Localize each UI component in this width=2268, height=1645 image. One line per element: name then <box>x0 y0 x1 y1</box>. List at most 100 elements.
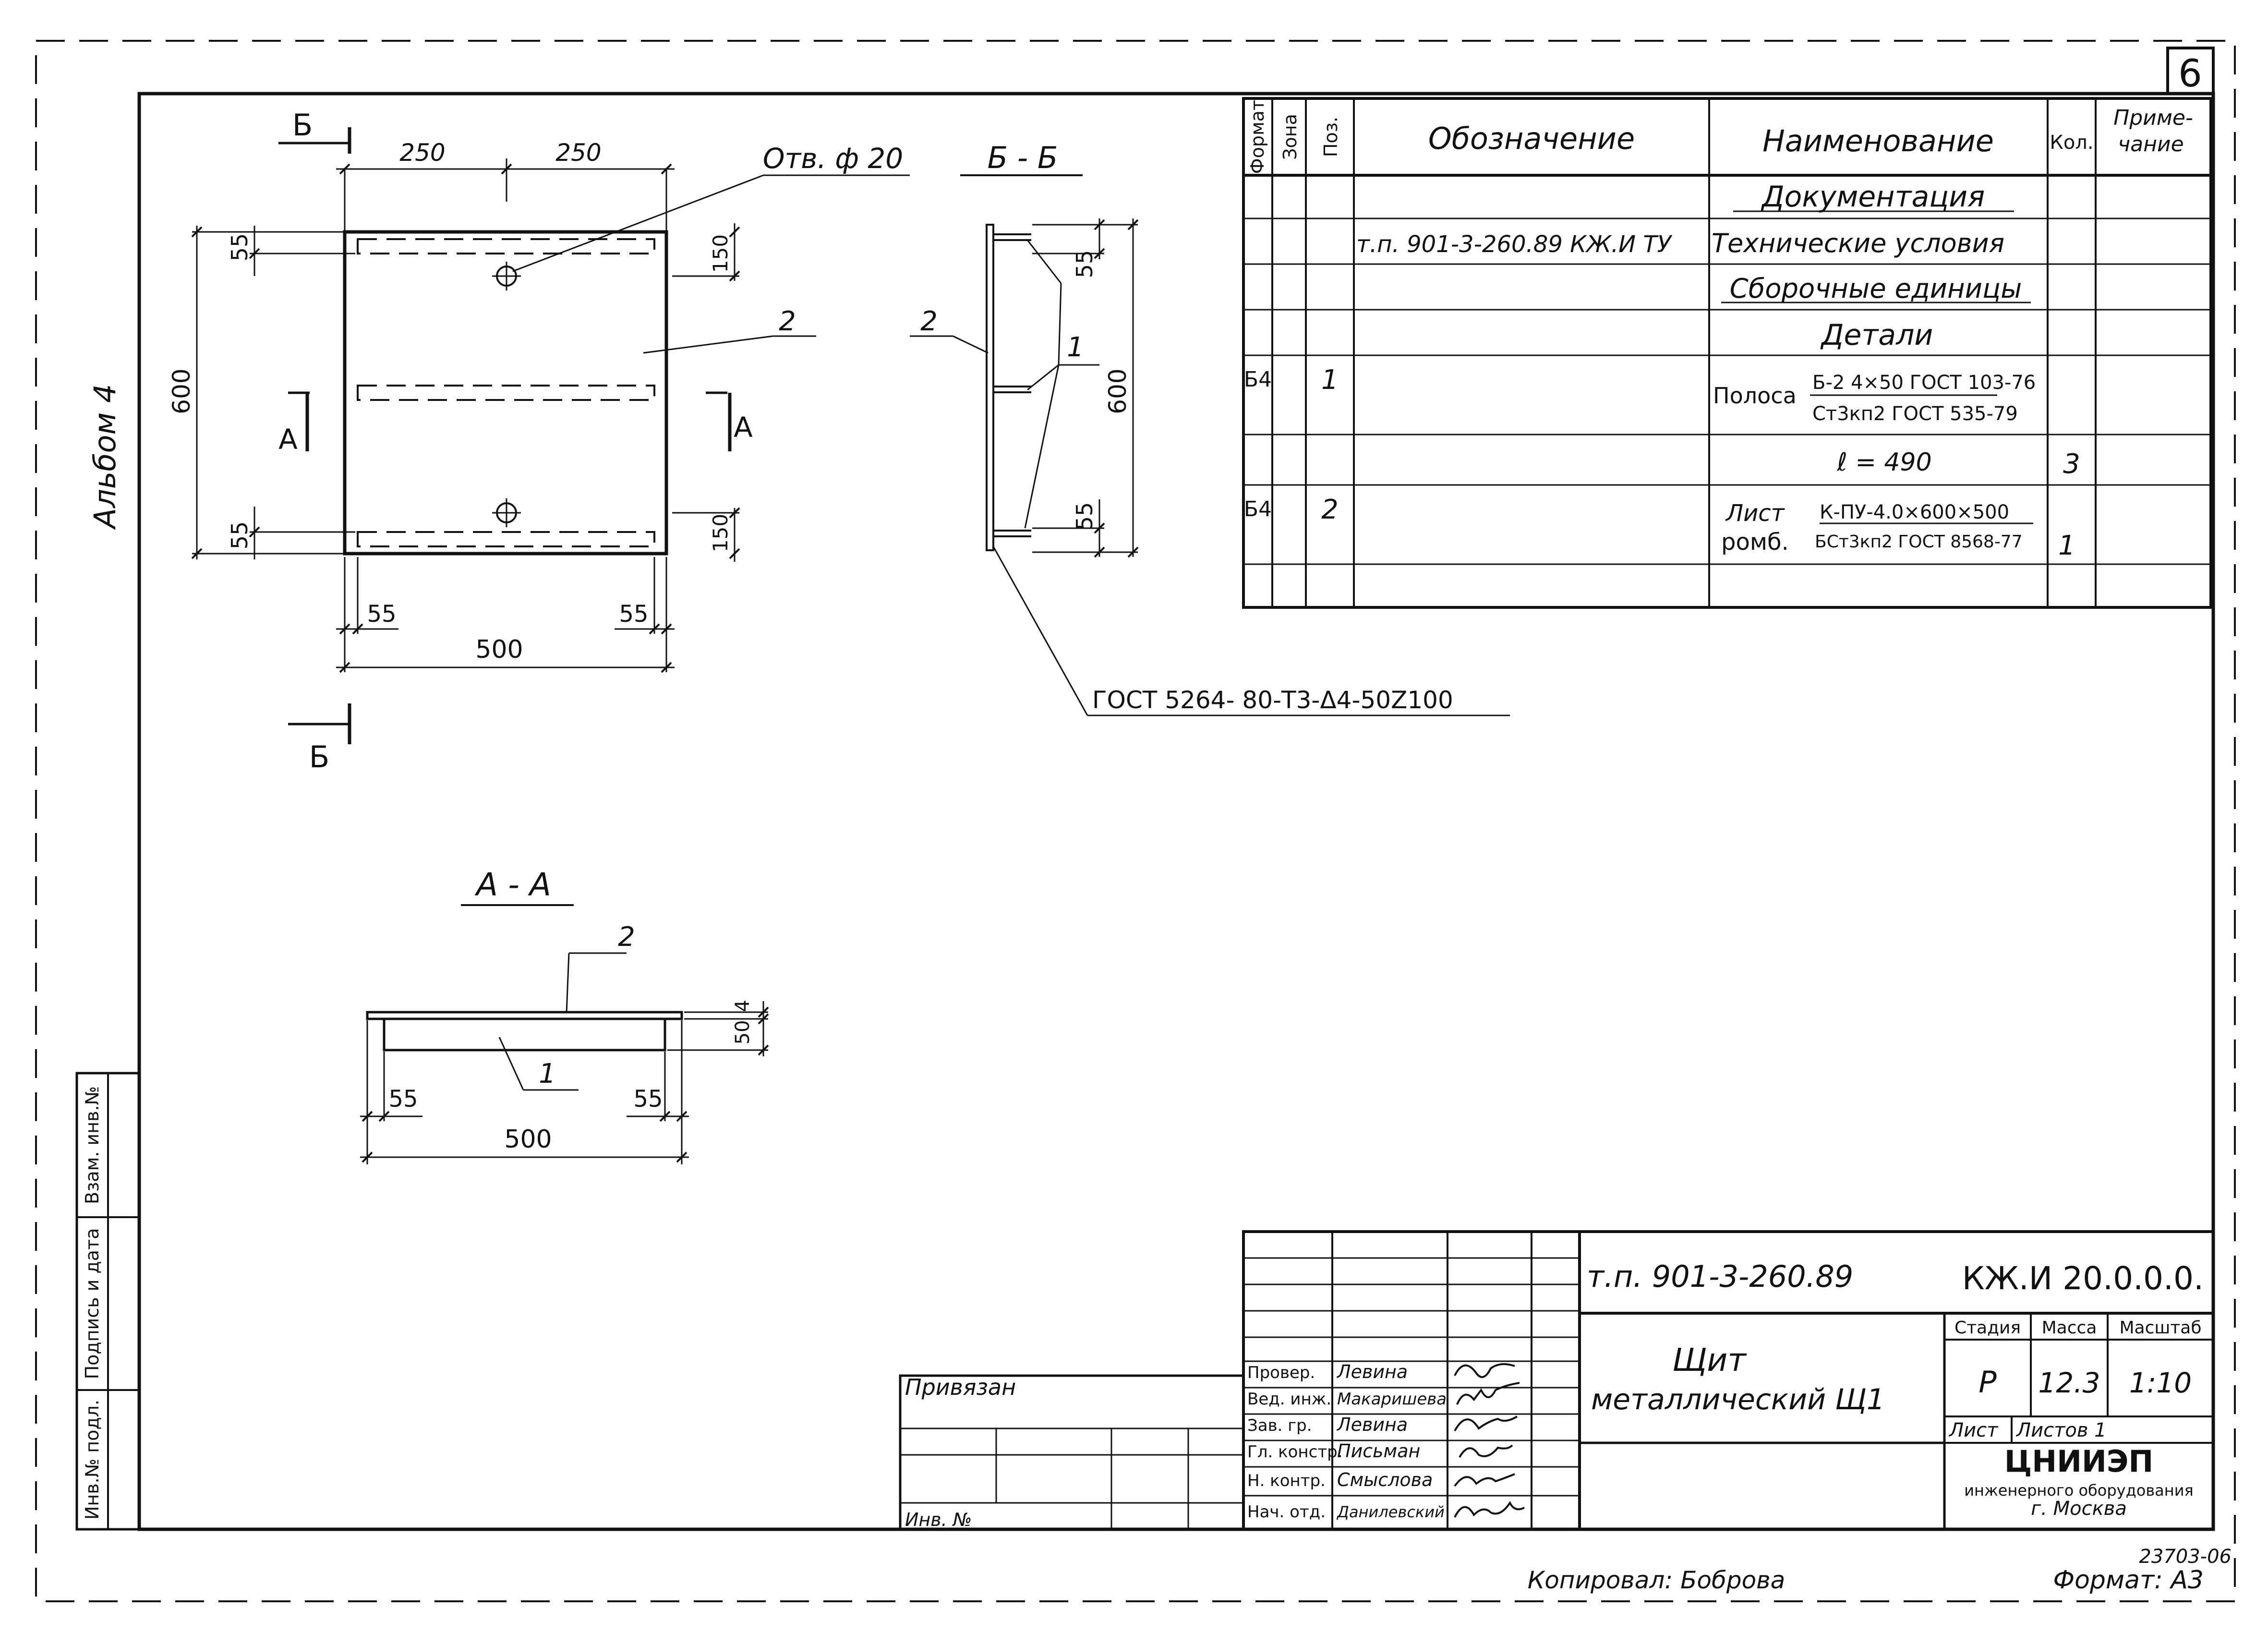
section-aa-title: А - А <box>474 866 551 903</box>
dim-55-top: 55 <box>227 233 253 262</box>
role-dept-head: Нач. отд. <box>1247 1502 1326 1522</box>
section-aa-pos-1: 1 <box>539 1058 556 1089</box>
stamp-inv-orig: Инв.№ подл. <box>82 1400 103 1520</box>
section-aa-view <box>360 904 769 1164</box>
spec-r1-spec-top: Б-2 4×50 ГОСТ 103-76 <box>1812 372 2036 394</box>
dim-150-bottom: 150 <box>709 514 732 552</box>
spec-header-name: Наименование <box>1762 123 1994 158</box>
section-mark-a-left: А <box>278 423 298 456</box>
spec-header-designation: Обозначение <box>1428 121 1635 156</box>
dim-50: 50 <box>732 1020 754 1045</box>
spec-r1-pos: 1 <box>1321 364 1339 396</box>
sheets-count: Листов 1 <box>2015 1419 2107 1441</box>
scale-header: Масштаб <box>2119 1318 2201 1338</box>
dim-250-left: 250 <box>399 139 445 167</box>
scale-value: 1:10 <box>2129 1367 2192 1399</box>
spec-r2-name-1: Лист <box>1725 500 1785 527</box>
stage-value: Р <box>1978 1365 1997 1400</box>
archive-number: 23703-06 <box>2139 1546 2232 1568</box>
dim-500-aa: 500 <box>504 1125 552 1154</box>
section-mark-b-top: Б <box>292 108 313 143</box>
dim-600-section: 600 <box>1104 368 1132 414</box>
format-label: Формат: А3 <box>2053 1566 2204 1595</box>
dim-55-section-bottom: 55 <box>1072 502 1098 531</box>
role-norm-control: Н. контр. <box>1247 1471 1326 1490</box>
stage-header: Стадия <box>1954 1318 2021 1338</box>
section-bb-pos-1: 1 <box>1067 332 1084 363</box>
section-bb-pos-2: 2 <box>920 306 938 337</box>
spec-r1-qty: 3 <box>2063 448 2080 480</box>
dim-4: 4 <box>732 1000 754 1012</box>
org-city: г. Москва <box>2031 1498 2127 1520</box>
section-aa-pos-2: 2 <box>618 921 635 953</box>
inv-no-label: Инв. № <box>905 1509 972 1530</box>
role-checked: Провер. <box>1247 1363 1315 1382</box>
hole-label: Отв. ф 20 <box>763 142 903 175</box>
role-group-head: Зав. гр. <box>1247 1416 1312 1435</box>
spec-header-pos: Поз. <box>1320 117 1341 157</box>
spec-header-note-2: чание <box>2118 132 2184 157</box>
position-2-label: 2 <box>779 306 796 337</box>
spec-header-format: Формат <box>1247 100 1268 174</box>
front-view <box>191 127 910 744</box>
doc-code: КЖ.И 20.0.0.0. <box>1962 1260 2204 1297</box>
dim-600-front: 600 <box>168 368 195 414</box>
dim-55-right-bottom: 55 <box>619 601 648 628</box>
spec-header-note-1: Приме- <box>2113 106 2193 130</box>
mass-value: 12.3 <box>2038 1367 2100 1399</box>
spec-table <box>1242 97 2212 609</box>
spec-tu-designation: т.п. 901-3-260.89 КЖ.И ТУ <box>1356 231 1673 258</box>
title-line-2: металлический Щ1 <box>1591 1383 1885 1416</box>
dim-55-aa-right: 55 <box>633 1086 663 1113</box>
spec-documentation: Документация <box>1761 180 1985 214</box>
spec-details: Детали <box>1820 318 1933 352</box>
org-name: ЦНИИЭП <box>2004 1444 2154 1479</box>
album-label: Альбом 4 <box>87 384 122 531</box>
name-dept-head: Данилевский <box>1336 1503 1445 1521</box>
spec-header-qty: Кол. <box>2050 132 2093 154</box>
name-lead-engineer: Макаришева <box>1337 1390 1447 1409</box>
spec-r2-format: Б4 <box>1244 497 1272 521</box>
dim-55-bottom: 55 <box>227 521 253 550</box>
section-mark-a-right: А <box>734 411 753 444</box>
dim-55-section-top: 55 <box>1072 250 1098 278</box>
dim-150-top: 150 <box>709 234 732 273</box>
spec-r1-length: ℓ = 490 <box>1836 448 1931 477</box>
spec-r2-pos: 2 <box>1321 494 1339 525</box>
dim-55-left-bottom: 55 <box>367 601 396 628</box>
dim-250-right: 250 <box>555 139 601 167</box>
spec-r2-spec-bottom: БСт3кп2 ГОСТ 8568-77 <box>1815 532 2023 552</box>
mass-header: Масса <box>2042 1318 2097 1338</box>
title-block <box>899 1230 2215 1531</box>
name-norm-control: Смыслова <box>1337 1469 1433 1490</box>
spec-r1-name: Полоса <box>1713 383 1797 409</box>
project-code: т.п. 901-3-260.89 <box>1587 1259 1853 1294</box>
sheet-number: 6 <box>2178 52 2202 96</box>
role-lead-engineer: Вед. инж. <box>1247 1390 1331 1409</box>
name-group-head: Левина <box>1336 1414 1408 1435</box>
role-chief-designer: Гл. констр. <box>1247 1442 1343 1462</box>
copied-by: Копировал: Боброва <box>1528 1566 1785 1594</box>
stamp-inv-repl: Взам. инв.№ <box>82 1086 103 1204</box>
spec-tu-name: Технические условия <box>1712 228 2004 258</box>
name-checked: Левина <box>1336 1361 1408 1382</box>
name-chief-designer: Письман <box>1337 1440 1420 1462</box>
spec-r1-spec-bottom: Ст3кп2 ГОСТ 535-79 <box>1812 403 2018 425</box>
section-mark-b-bottom: Б <box>309 739 330 774</box>
sheet-header: Лист <box>1948 1419 1999 1441</box>
title-line-1: Щит <box>1672 1342 1747 1379</box>
dim-55-aa-left: 55 <box>388 1086 418 1113</box>
side-stamp <box>75 1072 141 1531</box>
spec-assembly-units: Сборочные единицы <box>1730 273 2022 304</box>
spec-r2-name-2: ромб. <box>1721 529 1789 556</box>
spec-header-zone: Зона <box>1279 114 1301 160</box>
section-bb-title: Б - Б <box>988 140 1058 175</box>
bound-label: Привязан <box>905 1374 1016 1400</box>
spec-r2-qty: 1 <box>2058 530 2075 561</box>
org-department: инженерного оборудования <box>1964 1481 2194 1500</box>
dim-500-front: 500 <box>475 635 523 664</box>
signatures <box>1454 1363 1525 1518</box>
weld-note: ГОСТ 5264- 80-Т3-Δ4-50Z100 <box>1092 686 1453 714</box>
section-bb-view <box>910 174 1510 716</box>
